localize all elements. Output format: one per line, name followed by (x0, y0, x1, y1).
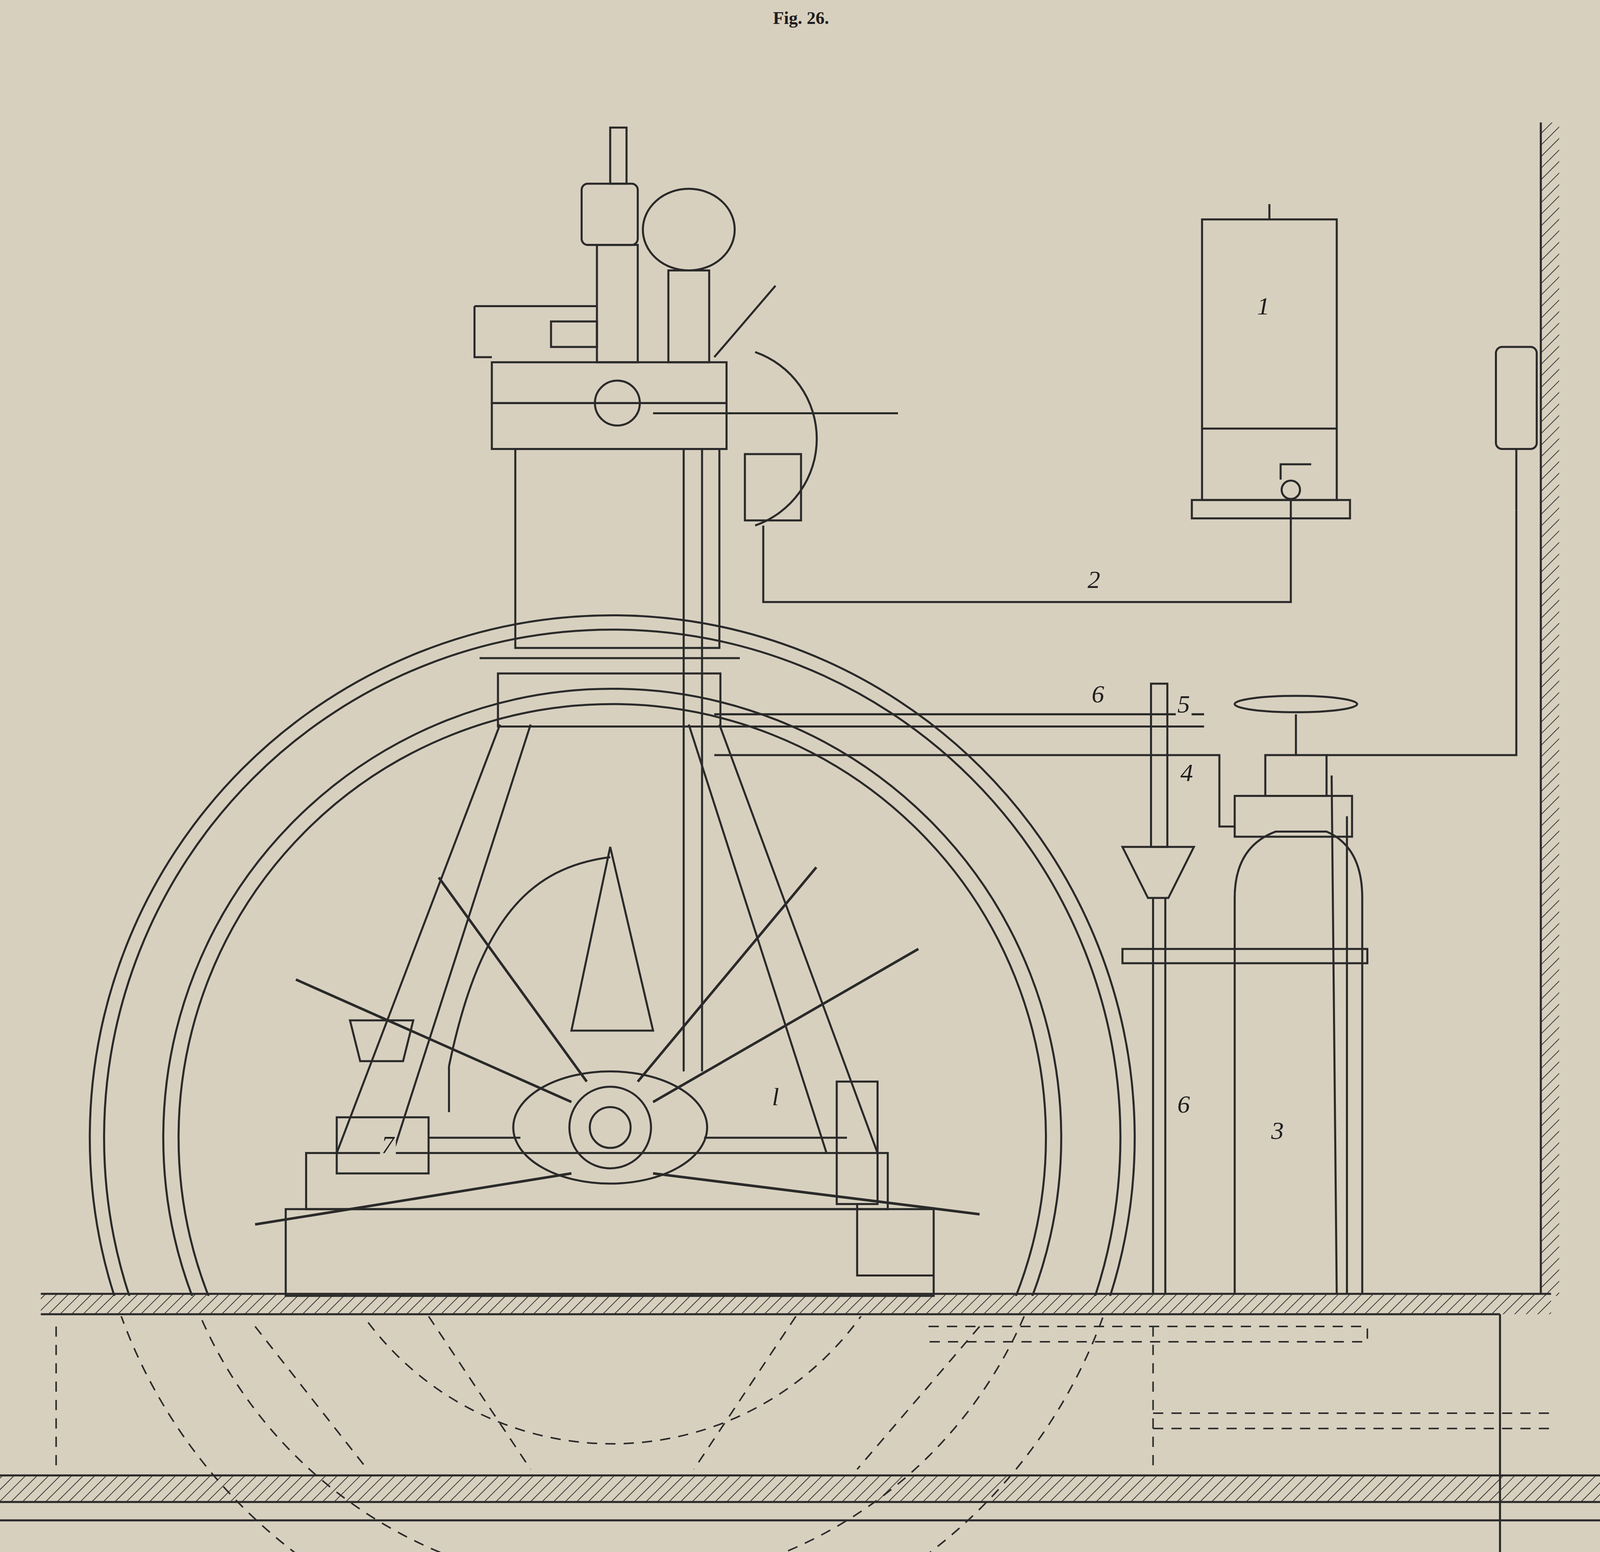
callout-number: 4 (1178, 760, 1195, 786)
callout-number: 1 (1255, 293, 1272, 319)
callout-number: l (770, 1084, 781, 1110)
callout-number: 7 (379, 1132, 396, 1158)
callout-number: 3 (1269, 1117, 1286, 1144)
callout-number: 6 (1089, 681, 1106, 707)
figure-title: Fig. 26. (771, 9, 831, 28)
callout-number: 6 (1175, 1091, 1192, 1117)
callout-number: 5 (1175, 691, 1192, 717)
callout-number: 2 (1085, 566, 1102, 593)
